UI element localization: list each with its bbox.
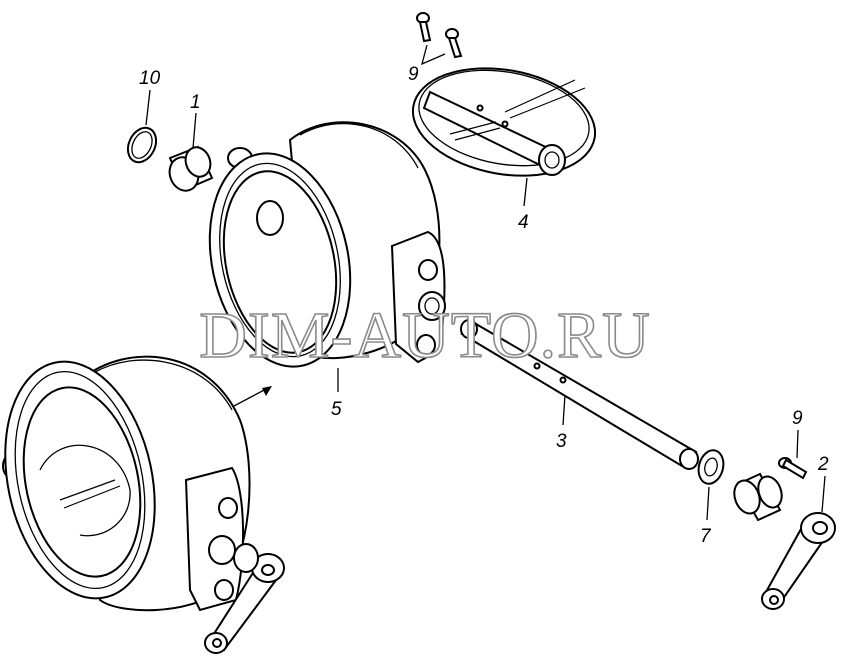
- assembled-chamber[interactable]: [0, 348, 285, 654]
- lever-part-2[interactable]: [761, 512, 836, 610]
- callout-9-right: 9: [792, 408, 803, 429]
- shaft-part-3[interactable]: [460, 319, 699, 470]
- rivet-part-9-right[interactable]: [778, 457, 808, 480]
- callout-5: 5: [331, 399, 342, 420]
- bushing-right[interactable]: [730, 472, 786, 522]
- callout-4: 4: [518, 212, 529, 233]
- callout-9-top: 9: [408, 64, 419, 85]
- callout-2: 2: [817, 454, 829, 475]
- retaining-ring-part-10[interactable]: [123, 123, 162, 167]
- direction-arrow: [233, 386, 272, 407]
- callout-7: 7: [700, 526, 712, 547]
- chamber-housing-part-5[interactable]: [191, 121, 446, 380]
- callout-3: 3: [556, 431, 567, 452]
- rivets-part-9-top[interactable]: [416, 12, 463, 59]
- washer-part-7[interactable]: [695, 447, 727, 486]
- watermark: DIM-AUTO.RU: [199, 299, 651, 372]
- disc-part-4[interactable]: [404, 55, 603, 189]
- callout-1: 1: [190, 92, 201, 113]
- leader-lines: [145, 44, 826, 521]
- bushing-part-1[interactable]: [165, 144, 214, 195]
- callout-10: 10: [139, 68, 161, 89]
